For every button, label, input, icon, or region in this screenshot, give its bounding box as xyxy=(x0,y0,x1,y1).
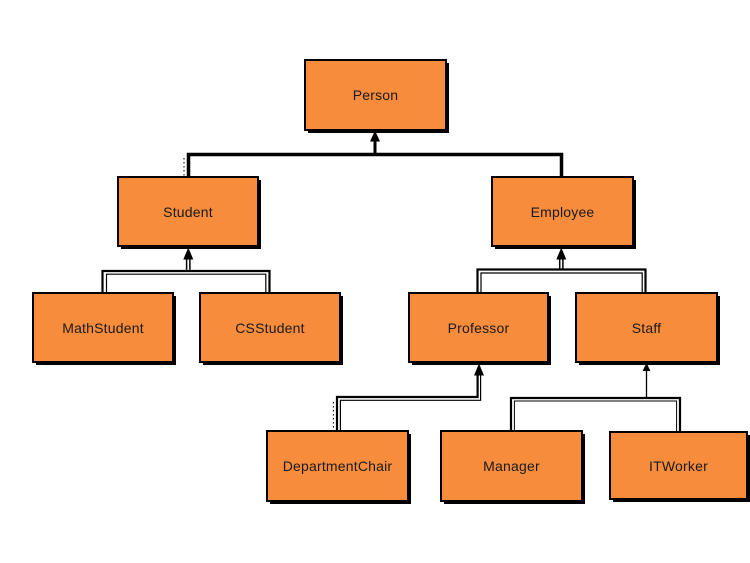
class-node-csstudent: CSStudent xyxy=(199,292,341,363)
edge-mathstudent-csstudent-to-student xyxy=(101,247,271,292)
class-node-student-label: Student xyxy=(163,203,213,220)
class-node-csstudent-label: CSStudent xyxy=(235,319,305,336)
edge-departmentchair-to-professor xyxy=(332,363,484,430)
class-node-staff-label: Staff xyxy=(631,319,662,336)
arrowhead-to-staff xyxy=(642,362,651,371)
class-node-manager-label: Manager xyxy=(483,458,540,474)
class-node-person-label: Person xyxy=(352,87,399,103)
class-node-professor-label: Professor xyxy=(447,319,510,336)
class-node-departmentchair-label: DepartmentChair xyxy=(282,458,393,474)
class-node-mathstudent-label: MathStudent xyxy=(62,319,144,336)
class-node-manager: Manager xyxy=(440,430,583,502)
class-node-student: Student xyxy=(117,176,259,247)
class-node-itworker-label: ITWorker xyxy=(649,457,708,474)
arrowhead-to-professor xyxy=(474,363,484,376)
class-node-employee: Employee xyxy=(491,176,634,247)
class-node-mathstudent: MathStudent xyxy=(32,292,174,363)
edge-student-employee-to-person xyxy=(183,130,564,176)
arrowhead-to-employee xyxy=(556,247,567,260)
arrowhead-to-student xyxy=(183,247,194,260)
class-node-itworker: ITWorker xyxy=(609,431,748,500)
arrowhead-to-person xyxy=(370,130,380,142)
edge-professor-staff-to-employee xyxy=(476,247,647,292)
class-node-staff: Staff xyxy=(575,292,718,363)
class-node-professor: Professor xyxy=(408,292,549,363)
class-node-departmentchair: DepartmentChair xyxy=(266,430,409,502)
edge-manager-itworker-to-staff xyxy=(509,362,682,431)
class-node-employee-label: Employee xyxy=(530,203,595,220)
class-node-person: Person xyxy=(304,59,447,131)
